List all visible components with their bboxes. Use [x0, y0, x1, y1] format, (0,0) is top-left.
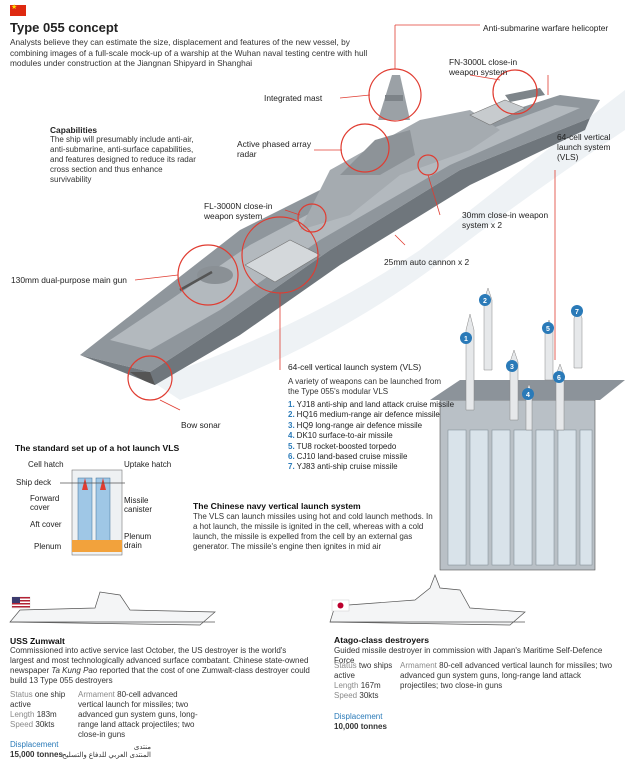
callout-radar: Active phased array radar	[237, 139, 312, 159]
atago-silhouette	[329, 574, 526, 626]
hotlaunch-heading: The standard set up of a hot launch VLS	[15, 443, 180, 453]
chinese-vls-heading: The Chinese navy vertical launch system	[193, 501, 361, 511]
zumwalt-name: USS Zumwalt	[10, 636, 65, 646]
label-uptake-hatch: Uptake hatch	[124, 460, 172, 469]
japan-flag-icon	[331, 599, 350, 612]
callout-helicopter: Anti-submarine warfare helicopter	[483, 23, 609, 33]
callout-vls-aft: 64-cell vertical launch system (VLS)	[557, 132, 611, 162]
callout-mast: Integrated mast	[264, 93, 323, 103]
deck	[110, 105, 580, 350]
zumwalt-text: Commissioned into active service last Oc…	[10, 646, 310, 685]
hot-launch-diagram	[60, 469, 125, 556]
label-plenum: Plenum	[34, 542, 62, 551]
page-title: Type 055 concept	[10, 20, 119, 35]
intro-text: Analysts believe they can estimate the s…	[10, 37, 368, 68]
label-aft-cover: Aft cover	[30, 520, 62, 529]
missile-marker-1: 1	[464, 336, 468, 343]
list-item: 1.YJ18 anti-ship and land attack cruise …	[288, 400, 455, 409]
list-item: 2.HQ16 medium-range air defence missile	[288, 410, 440, 420]
callout-fn3000l: FN-3000L close-in weapon system	[449, 57, 518, 77]
atago-name: Atago-class destroyers	[334, 635, 430, 645]
missile-2	[483, 287, 493, 371]
wake	[150, 90, 625, 400]
us-flag-icon	[11, 596, 31, 609]
missile-list: 1.YJ18 anti-ship and land attack cruise …	[288, 400, 463, 473]
label-forward-cover: Forward cover	[30, 494, 60, 512]
chinese-vls-text: The VLS can launch missiles using hot an…	[193, 512, 433, 551]
label-cell-hatch: Cell hatch	[28, 460, 64, 469]
label-missile-canister: Missile canister	[124, 496, 153, 514]
missile-marker-7: 7	[575, 309, 579, 316]
callout-cwis30: 30mm close-in weapon system x 2	[462, 210, 549, 230]
missile-1	[465, 313, 475, 411]
missile-marker-3: 3	[510, 364, 514, 371]
missile-marker-6: 6	[557, 375, 561, 382]
label-plenum-drain: Plenum drain	[124, 532, 152, 550]
missile-marker-2: 2	[483, 298, 487, 305]
hull-side	[80, 118, 590, 385]
callout-cannon25: 25mm auto cannon x 2	[384, 257, 470, 267]
list-item: 6.CJ10 land-based cruise missile	[288, 452, 408, 462]
atago-armament: Armament 80-cell advanced vertical launc…	[400, 661, 613, 690]
zumwalt-stats: Status one ship active Length 183m Speed…	[10, 690, 66, 729]
atago-text: Guided missile destroyer in commission w…	[334, 646, 603, 665]
superstructure	[300, 110, 500, 230]
list-item: 7.YJ83 anti-ship cruise missile	[288, 462, 398, 472]
missile-marker-4: 4	[526, 392, 530, 399]
missile-7	[573, 307, 583, 369]
list-item: 3.HQ9 long-range air defence missile	[288, 420, 423, 430]
helicopter-shape	[505, 88, 545, 102]
zumwalt-armament: Armament 80-cell advanced vertical launc…	[78, 690, 198, 739]
callout-bowsonar: Bow sonar	[181, 420, 221, 430]
label-ship-deck: Ship deck	[16, 478, 52, 487]
atago-displacement-label: Displacement	[334, 712, 383, 721]
zumwalt-displacement-label: Displacement	[10, 740, 59, 749]
capabilities-text: The ship will presumably include anti-ai…	[50, 135, 196, 184]
atago-stats: Status two ships active Length 167m Spee…	[334, 661, 393, 700]
callout-maingun: 130mm dual-purpose main gun	[11, 275, 127, 285]
callout-vls-fwd: 64-cell vertical launch system (VLS)	[288, 362, 422, 372]
atago-displacement: 10,000 tonnes	[334, 722, 387, 731]
missile-marker-5: 5	[546, 326, 550, 333]
missile-5	[544, 319, 554, 381]
main-gun	[197, 266, 233, 284]
list-item: 4.DK10 surface-to-air missile	[288, 431, 393, 441]
zumwalt-silhouette	[9, 591, 216, 626]
fwd-vls-block	[244, 239, 321, 283]
zumwalt-displacement: 15,000 tonnes	[10, 750, 63, 759]
callout-lines	[134, 24, 556, 411]
list-item: 5.TU8 rocket-boosted torpedo	[288, 441, 397, 451]
vls-intro: A variety of weapons can be launched fro…	[288, 377, 441, 396]
missile-markers	[460, 294, 583, 400]
china-flag-icon	[10, 3, 26, 16]
missile-group: 1 2 3 4 5 6 7	[430, 287, 625, 571]
capabilities-heading: Capabilities	[50, 125, 98, 135]
watermark: منتدى المنتدى العربي للدفاع والتسليح	[62, 744, 151, 759]
callout-fl3000n: FL-3000N close-in weapon system	[204, 201, 273, 221]
